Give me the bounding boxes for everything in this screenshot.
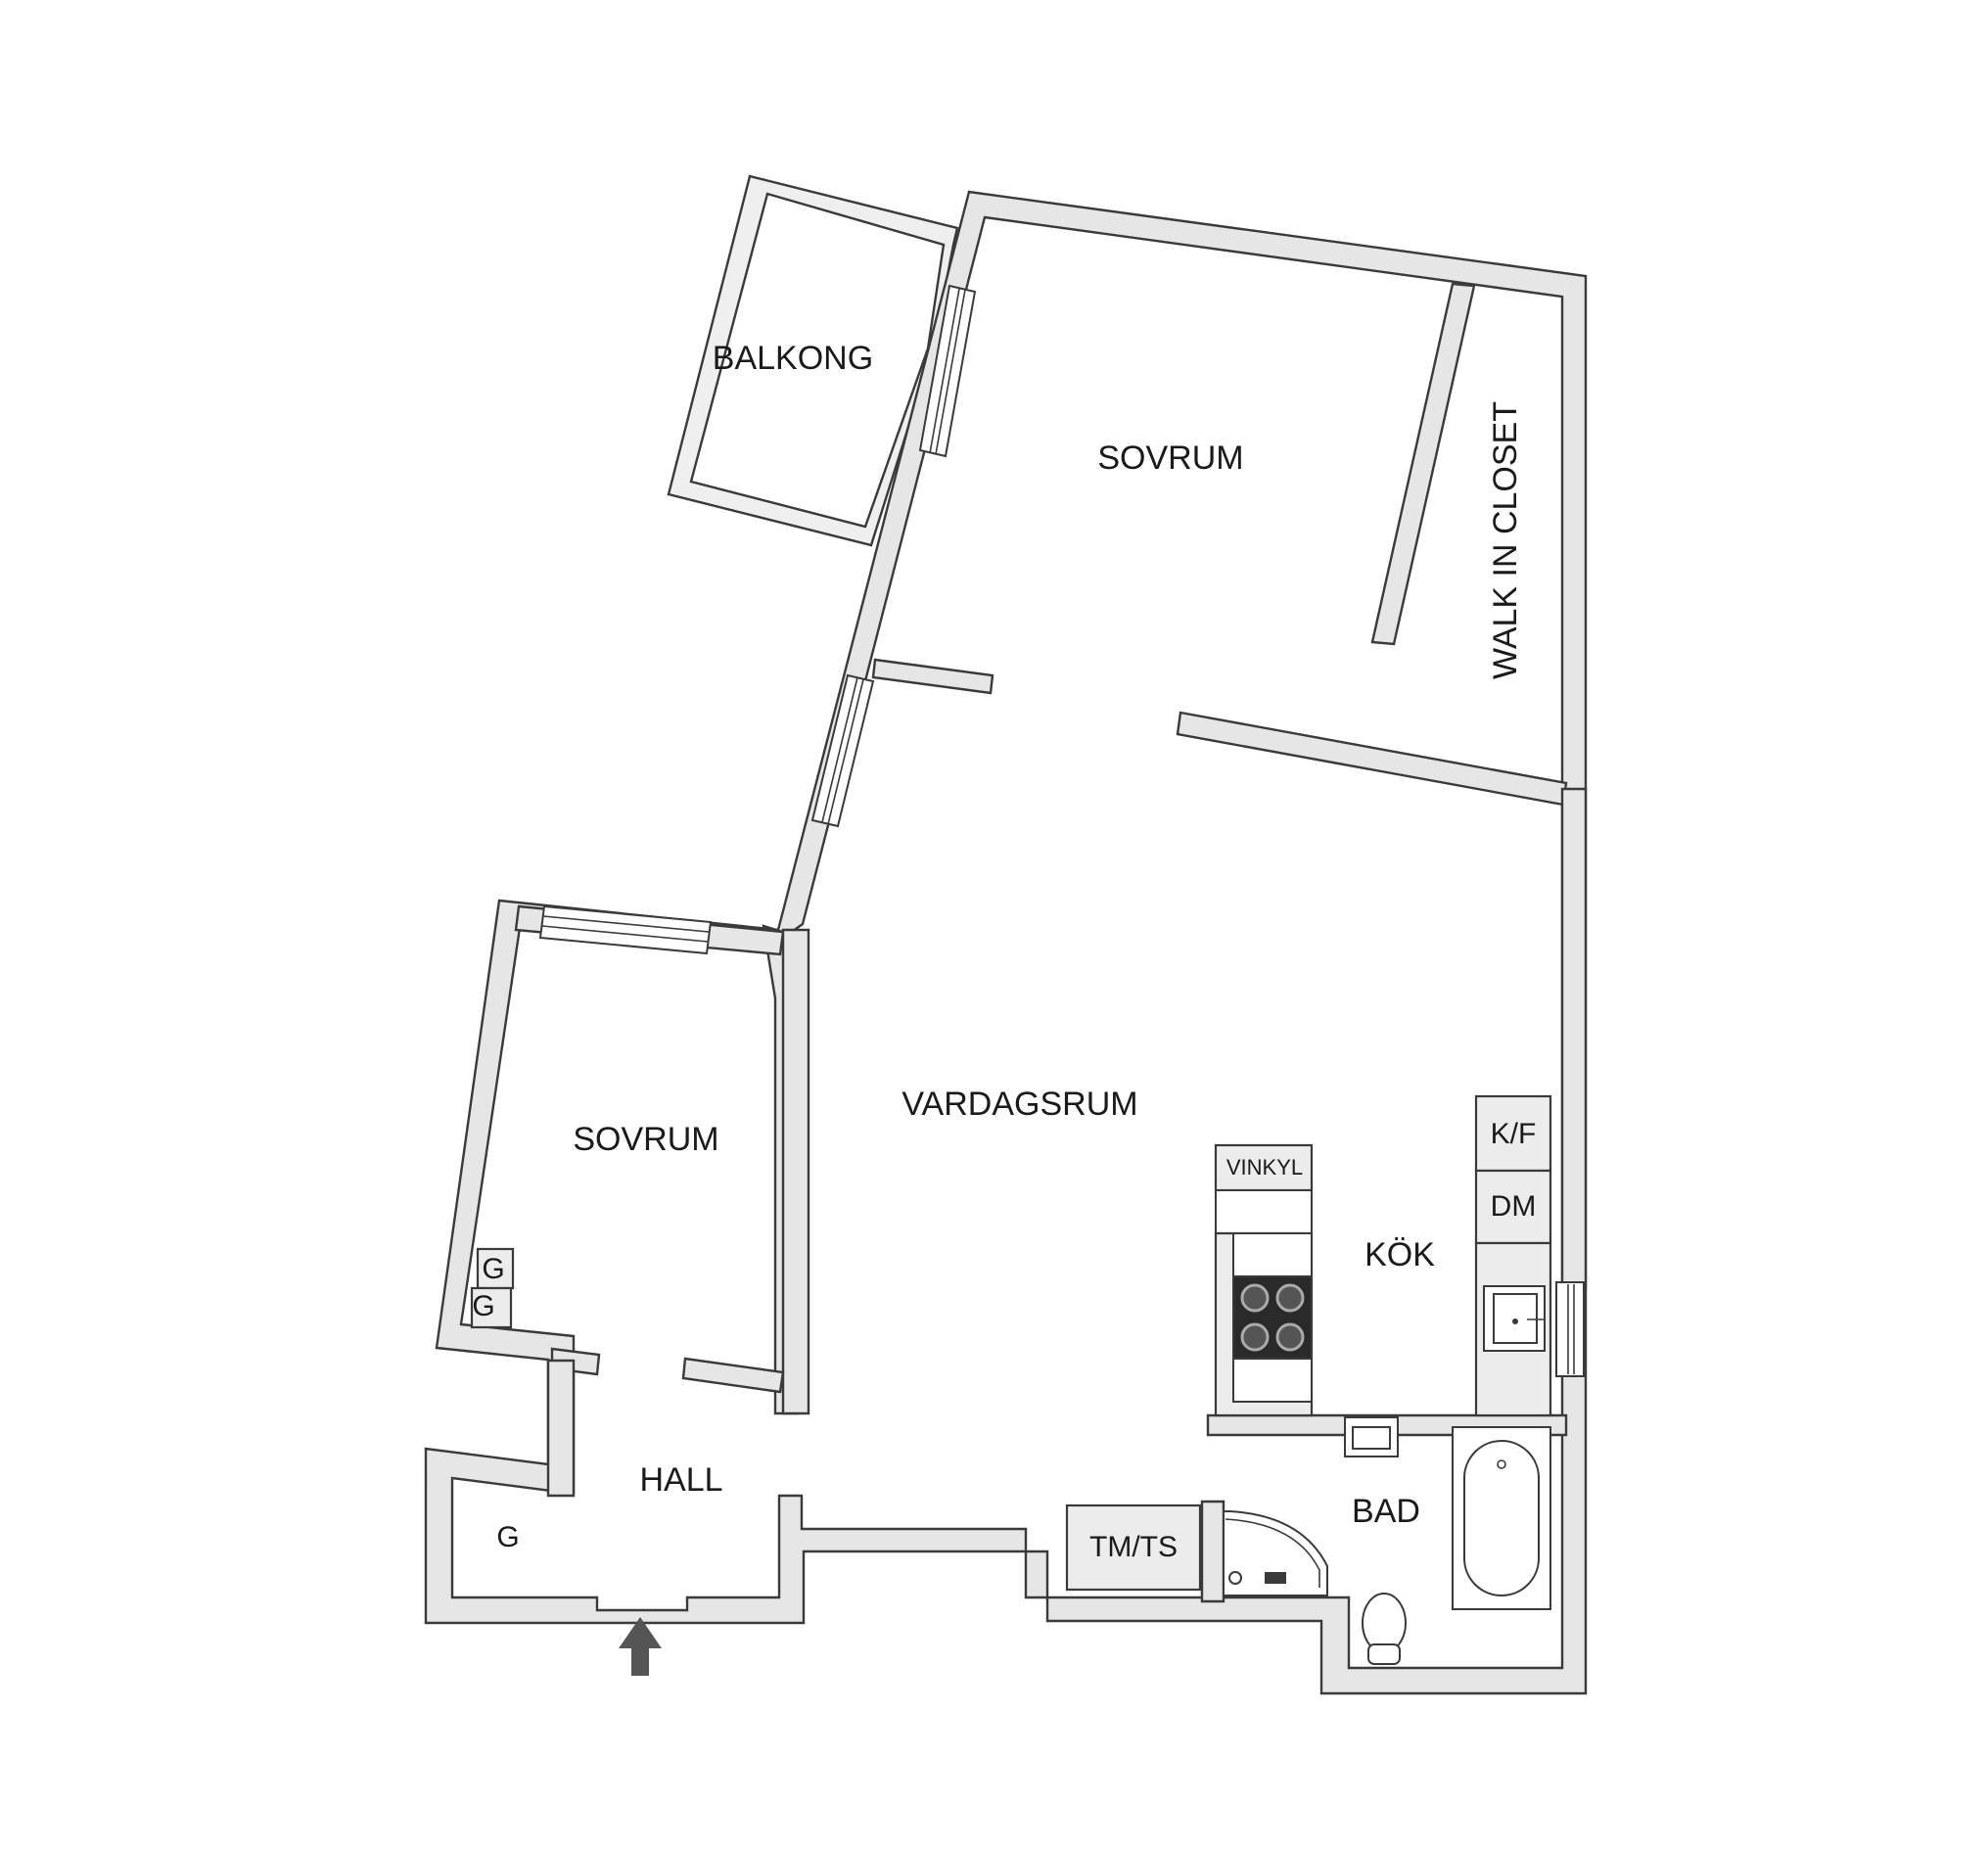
hall-label: HALL bbox=[639, 1461, 722, 1499]
up-arrow-icon bbox=[619, 1617, 662, 1676]
kitchen-units bbox=[1214, 1094, 1552, 1417]
exterior-walls bbox=[424, 190, 1588, 1695]
living-room-label: VARDAGSRUM bbox=[902, 1086, 1137, 1123]
bedroom-wardrobes bbox=[470, 1247, 515, 1329]
kitchen-label: KÖK bbox=[1364, 1236, 1435, 1273]
walk-in-closet-label: WALK IN CLOSET bbox=[1487, 401, 1524, 679]
balcony-label: BALKONG bbox=[713, 340, 873, 377]
bathroom-label: BAD bbox=[1352, 1493, 1420, 1530]
wine-cooler-label: VINKYL bbox=[1226, 1155, 1303, 1179]
wardrobe-label-2: G bbox=[472, 1290, 494, 1322]
washer-dryer-label: TM/TS bbox=[1089, 1531, 1178, 1563]
wardrobe-hall-label: G bbox=[496, 1521, 519, 1553]
bathroom-fixtures bbox=[1223, 1416, 1551, 1665]
bedroom-large-label: SOVRUM bbox=[1097, 439, 1243, 477]
fridge-freezer-label: K/F bbox=[1491, 1118, 1537, 1150]
wardrobe-label-1: G bbox=[482, 1253, 504, 1285]
washer-dryer-unit bbox=[1065, 1503, 1202, 1592]
windows bbox=[538, 284, 1585, 1377]
bedroom-small-label: SOVRUM bbox=[573, 1121, 718, 1158]
dishwasher-label: DM bbox=[1491, 1190, 1537, 1223]
